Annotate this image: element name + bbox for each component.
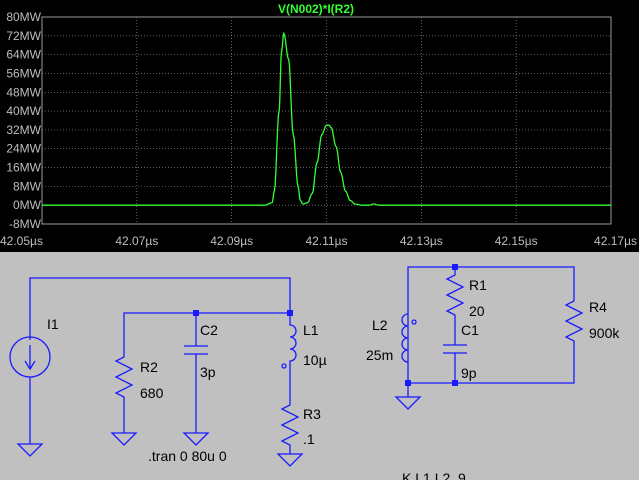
waveform-plot[interactable]: V(N002)*I(R2) 80MW 72MW 64MW 56MW 48MW 40MW 32… [0,0,639,252]
r3-value: .1 [303,431,315,447]
ground-icon [182,432,210,446]
y-tick-label: 16MW [6,161,41,175]
r1-value: 20 [469,303,485,319]
schematic-pane[interactable]: I1 R2 680 C2 3p L1 10µ R3 .1 .tran 0 80u… [0,252,639,480]
r3-label: R3 [303,406,321,422]
trace-line[interactable] [42,31,611,206]
y-tick-label: -8MW [9,217,42,231]
waveform-pane[interactable]: V(N002)*I(R2) 80MW 72MW 64MW 56MW 48MW 40MW 32… [0,0,639,252]
r2-label: R2 [140,359,158,375]
x-tick-label: 42.07µs [115,234,158,248]
x-tick-label: 42.05µs [0,234,43,248]
y-tick-label: 72MW [6,29,41,43]
y-tick-label: 64MW [6,48,41,62]
r4-label: R4 [589,299,607,315]
ground-icon [16,443,44,457]
inductor-l2[interactable] [401,313,409,363]
x-tick-label: 42.13µs [400,234,443,248]
wire-right-top [407,266,575,383]
tran-directive[interactable]: .tran 0 80u 0 [148,448,227,464]
ground-icon [394,396,422,410]
polarity-dot-icon [411,319,417,325]
y-tick-label: 56MW [6,66,41,80]
r4-value: 900k [589,325,620,341]
schematic-canvas[interactable]: I1 R2 680 C2 3p L1 10µ R3 .1 .tran 0 80u… [0,252,639,480]
c2-label: C2 [200,322,218,338]
resistor-r4[interactable] [564,297,584,343]
resistor-r1[interactable] [445,267,465,345]
y-tick-label: 48MW [6,85,41,99]
y-tick-label: 24MW [6,142,41,156]
l2-label: L2 [372,317,388,333]
y-tick-label: 8MW [13,179,42,193]
resistor-r2[interactable] [114,349,134,433]
polarity-dot-icon [281,363,287,369]
wire-right-bottom [408,343,575,384]
wire-top-branch [123,312,290,349]
x-tick-label: 42.11µs [305,234,347,248]
current-arrowhead-icon [24,360,36,371]
plot-frame [41,16,612,225]
l1-value: 10µ [303,352,327,368]
r2-value: 680 [140,385,164,401]
trace-title[interactable]: V(N002)*I(R2) [278,2,354,16]
y-tick-label: 40MW [6,104,41,118]
l2-value: 25m [366,347,393,363]
c1-label: C1 [461,322,479,338]
inductor-l1[interactable] [289,313,297,401]
y-tick-label: 0MW [13,198,42,212]
ground-icon [276,453,304,467]
x-tick-label: 42.15µs [495,234,538,248]
c1-value: 9p [461,365,477,381]
r1-label: R1 [469,277,487,293]
x-tick-label: 42.09µs [210,234,253,248]
c2-value: 3p [200,364,216,380]
x-tick-label: 42.17µs [594,234,637,248]
y-tick-label: 32MW [6,123,41,137]
i1-label: I1 [47,316,59,332]
k-directive[interactable]: K L1 L2 .9 [402,470,466,480]
resistor-r3[interactable] [280,401,300,454]
ground-icon [110,432,138,446]
wire-i1-top [29,277,291,340]
l1-label: L1 [303,322,319,338]
y-tick-label: 80MW [6,10,41,24]
